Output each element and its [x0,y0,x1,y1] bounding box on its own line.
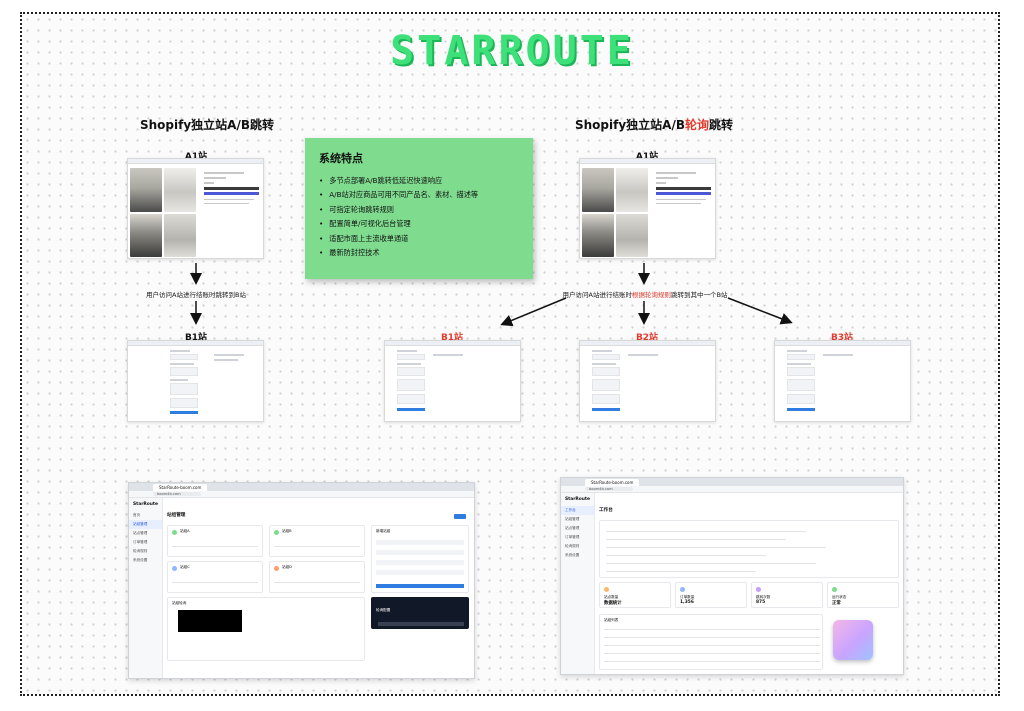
product-photo [130,168,162,212]
page-title: 站组管理 [167,513,186,518]
group-card[interactable]: 站组A [167,525,263,557]
dashboard-workbench: StarRoute-boom.com boom4b.com StarRoute … [560,477,904,675]
product-photo [130,214,162,257]
browser-url[interactable]: boom4b.com [585,487,633,491]
app-icon-illustration [833,620,873,660]
dark-config-card: 轮询配置 [371,597,469,629]
product-photo [164,214,196,257]
left-a1-label: A1站 [184,152,208,162]
stat-card: 站点数量 数据统计 [599,582,671,608]
product-photo [582,214,614,257]
group-card[interactable]: 站组D [269,561,365,593]
nav-item-active[interactable]: 工作台 [561,506,594,515]
nav-item[interactable]: 轮询规则 [565,544,580,548]
right-flow-note: 用户访问A站进行结账时根据轮询规则跳转到其中一个B站 [540,289,750,299]
feature-item: 多节点部署A/B跳转低延迟快速响应 [319,174,519,188]
dashboard-site-groups: StarRoute-boom.com boom4b.com StarRoute … [128,482,475,679]
nav-item[interactable]: 轮询规则 [133,549,148,553]
feature-item: 可指定轮询跳转规则 [319,203,519,217]
nav-item-active[interactable]: 站组管理 [129,520,162,529]
feature-item: 配置简单/可视化后台管理 [319,217,519,231]
starroute-logo: STARROUTE [390,28,634,74]
new-group-panel: 新增站组 [371,525,469,593]
nav-item[interactable]: 站点管理 [565,526,580,530]
rotation-panel: 站组轮询 [167,597,365,661]
right-b1-label: B1站 [440,333,464,343]
features-card: 系统特点 多节点部署A/B跳转低延迟快速响应 A/B站对应商品可用不同产品名、素… [305,138,533,279]
nav-item[interactable]: 系统设置 [565,553,580,557]
right-heading-highlight: 轮询 [685,118,710,132]
page-title: 工作台 [599,508,613,513]
right-note-prefix: 用户访问A站进行结账时 [562,291,632,299]
submit-button[interactable] [376,584,464,588]
left-a1-product-page [127,158,264,259]
dashboard-brand: StarRoute [133,502,158,507]
left-heading: Shopify独立站A/B跳转 [140,118,274,132]
features-title: 系统特点 [319,152,363,165]
announcement-panel [599,520,899,578]
product-photo [164,168,196,212]
product-photo [616,214,648,257]
stat-card: 订单数量 1,356 [675,582,747,608]
left-flow-note: 用户访问A站进行结账时跳转到B站 [146,291,246,299]
left-b1-checkout-page [127,340,264,422]
right-heading-suffix: 跳转 [709,118,734,132]
nav-item[interactable]: 站组管理 [565,517,580,521]
right-b3-checkout-page [774,340,911,422]
feature-item: A/B站对应商品可用不同产品名、素材、描述等 [319,188,519,202]
browser-tab[interactable]: StarRoute-boom.com [585,479,640,486]
feature-item: 最新防封控技术 [319,246,519,260]
right-b2-checkout-page [579,340,716,422]
right-a1-label: A1站 [635,152,659,162]
nav-item[interactable]: 订单管理 [565,535,580,539]
nav-item[interactable]: 首页 [133,513,141,517]
right-note-highlight: 根据轮询规则 [631,291,671,299]
right-a1-product-page [579,158,716,259]
right-b3-label: B3站 [830,333,854,343]
right-heading: Shopify独立站A/B轮询跳转 [575,116,733,133]
right-b1-checkout-page [384,340,521,422]
stat-card: 运行状态 正常 [827,582,899,608]
group-card[interactable]: 站组B [269,525,365,557]
nav-item[interactable]: 站点管理 [133,531,148,535]
nav-item[interactable]: 系统设置 [133,558,148,562]
right-heading-prefix: Shopify独立站A/B [575,118,685,132]
group-card[interactable]: 站组C [167,561,263,593]
browser-tab[interactable]: StarRoute-boom.com [153,484,208,491]
product-photo [616,168,648,212]
browser-url[interactable]: boom4b.com [153,492,201,496]
dashboard-brand: StarRoute [565,497,590,502]
product-photo [582,168,614,212]
nav-item[interactable]: 订单管理 [133,540,148,544]
site-group-list: 站组列表 [599,614,823,670]
right-note-suffix: 跳转到其中一个B站 [670,291,728,299]
left-b1-label: B1站 [184,333,208,343]
stat-card: 跳转次数 875 [751,582,823,608]
feature-item: 适配市面上主流收单通道 [319,232,519,246]
add-button[interactable] [454,514,466,519]
right-b2-label: B2站 [635,333,659,343]
